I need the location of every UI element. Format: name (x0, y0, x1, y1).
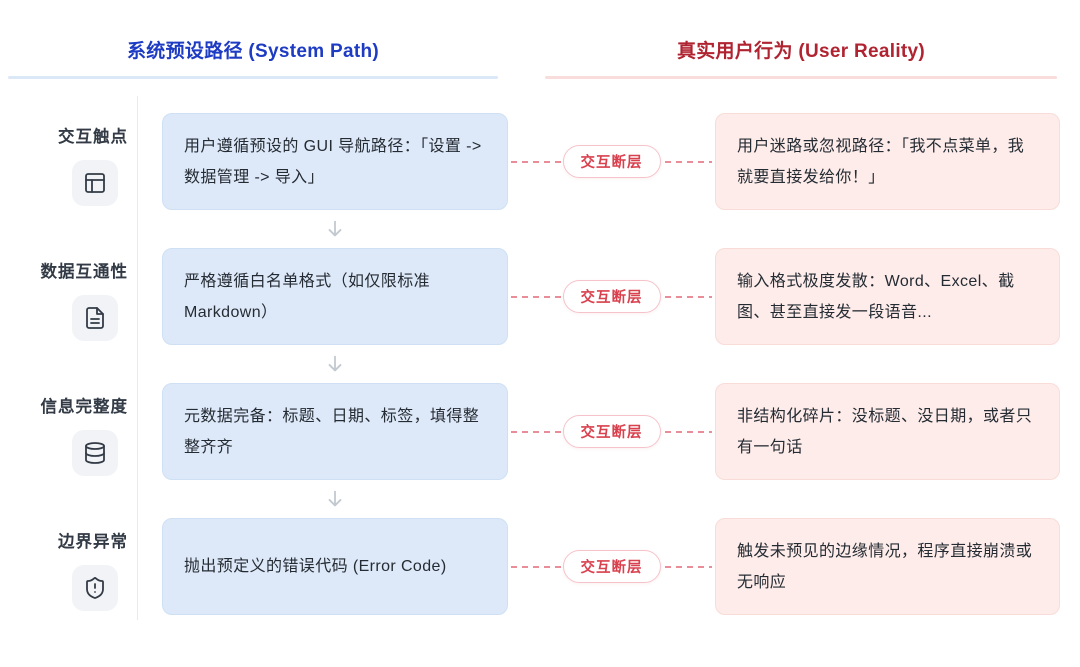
gap-connector: 交互断层 (508, 383, 715, 480)
system-box-cell: 元数据完备：标题、日期、标签，填得整整齐齐 (140, 383, 508, 480)
category-cell: 边界异常 (0, 518, 140, 615)
category-label: 交互触点 (58, 128, 128, 146)
user-reality-underline (545, 76, 1057, 79)
system-box: 用户遵循预设的 GUI 导航路径：「设置 -> 数据管理 -> 导入」 (162, 113, 508, 210)
system-box-cell: 抛出预定义的错误代码 (Error Code) (140, 518, 508, 615)
reality-box: 输入格式极度发散：Word、Excel、截图、甚至直接发一段语音... (715, 248, 1060, 345)
arrow-down-icon (162, 480, 508, 518)
gap-connector: 交互断层 (508, 248, 715, 345)
system-box-text: 用户遵循预设的 GUI 导航路径：「设置 -> 数据管理 -> 导入」 (184, 137, 482, 186)
gap-connector: 交互断层 (508, 518, 715, 615)
category-label: 信息完整度 (40, 398, 128, 416)
system-box: 抛出预定义的错误代码 (Error Code) (162, 518, 508, 615)
arrow-down-icon (162, 345, 508, 383)
row-data-interoperability: 数据互通性 严格遵循白名单格式（如仅限标准 Markdown） 交互断层 输入格… (0, 248, 1080, 345)
reality-box-cell: 触发未预见的边缘情况，程序直接崩溃或无响应 (715, 518, 1060, 615)
shield-alert-icon (72, 565, 118, 611)
category-cell: 信息完整度 (0, 383, 140, 480)
system-box-text: 抛出预定义的错误代码 (Error Code) (184, 558, 447, 575)
gap-badge: 交互断层 (562, 415, 661, 448)
reality-box-cell: 非结构化碎片：没标题、没日期，或者只有一句话 (715, 383, 1060, 480)
system-box: 严格遵循白名单格式（如仅限标准 Markdown） (162, 248, 508, 345)
reality-box-text: 输入格式极度发散：Word、Excel、截图、甚至直接发一段语音... (737, 272, 1015, 321)
category-label: 数据互通性 (40, 263, 128, 281)
user-reality-header: 真实用户行为 (User Reality) (676, 41, 926, 62)
flow-spacer (0, 480, 1080, 518)
reality-box: 触发未预见的边缘情况，程序直接崩溃或无响应 (715, 518, 1060, 615)
gap-badge: 交互断层 (562, 280, 661, 313)
flow-spacer (0, 210, 1080, 248)
category-cell: 数据互通性 (0, 248, 140, 345)
category-separator-line (137, 96, 138, 620)
system-path-underline (8, 76, 498, 79)
category-cell: 交互触点 (0, 113, 140, 210)
arrow-down-icon (162, 210, 508, 248)
row-information-completeness: 信息完整度 元数据完备：标题、日期、标签，填得整整齐齐 交互断层 非结构化碎片：… (0, 383, 1080, 480)
system-path-header: 系统预设路径 (System Path) (127, 41, 379, 62)
row-boundary-exception: 边界异常 抛出预定义的错误代码 (Error Code) 交互断层 触发未预见的… (0, 518, 1080, 615)
reality-box-text: 非结构化碎片：没标题、没日期，或者只有一句话 (737, 407, 1033, 456)
reality-box: 非结构化碎片：没标题、没日期，或者只有一句话 (715, 383, 1060, 480)
gap-badge: 交互断层 (562, 550, 661, 583)
reality-box-cell: 输入格式极度发散：Word、Excel、截图、甚至直接发一段语音... (715, 248, 1060, 345)
reality-box-text: 触发未预见的边缘情况，程序直接崩溃或无响应 (737, 542, 1033, 591)
panels-layout-icon (72, 160, 118, 206)
database-icon (72, 430, 118, 476)
gap-connector: 交互断层 (508, 113, 715, 210)
reality-box: 用户迷路或忽视路径：「我不点菜单，我就要直接发给你！」 (715, 113, 1060, 210)
gap-badge: 交互断层 (562, 145, 661, 178)
comparison-rows: 交互触点 用户遵循预设的 GUI 导航路径：「设置 -> 数据管理 -> 导入」… (0, 113, 1080, 615)
reality-box-cell: 用户迷路或忽视路径：「我不点菜单，我就要直接发给你！」 (715, 113, 1060, 210)
file-text-icon (72, 295, 118, 341)
system-box-text: 元数据完备：标题、日期、标签，填得整整齐齐 (184, 407, 480, 456)
system-box-cell: 严格遵循白名单格式（如仅限标准 Markdown） (140, 248, 508, 345)
category-label: 边界异常 (58, 533, 128, 551)
system-box-text: 严格遵循白名单格式（如仅限标准 Markdown） (184, 272, 431, 321)
row-interaction-touchpoint: 交互触点 用户遵循预设的 GUI 导航路径：「设置 -> 数据管理 -> 导入」… (0, 113, 1080, 210)
flow-spacer (0, 345, 1080, 383)
reality-box-text: 用户迷路或忽视路径：「我不点菜单，我就要直接发给你！」 (737, 137, 1025, 186)
system-box: 元数据完备：标题、日期、标签，填得整整齐齐 (162, 383, 508, 480)
system-box-cell: 用户遵循预设的 GUI 导航路径：「设置 -> 数据管理 -> 导入」 (140, 113, 508, 210)
